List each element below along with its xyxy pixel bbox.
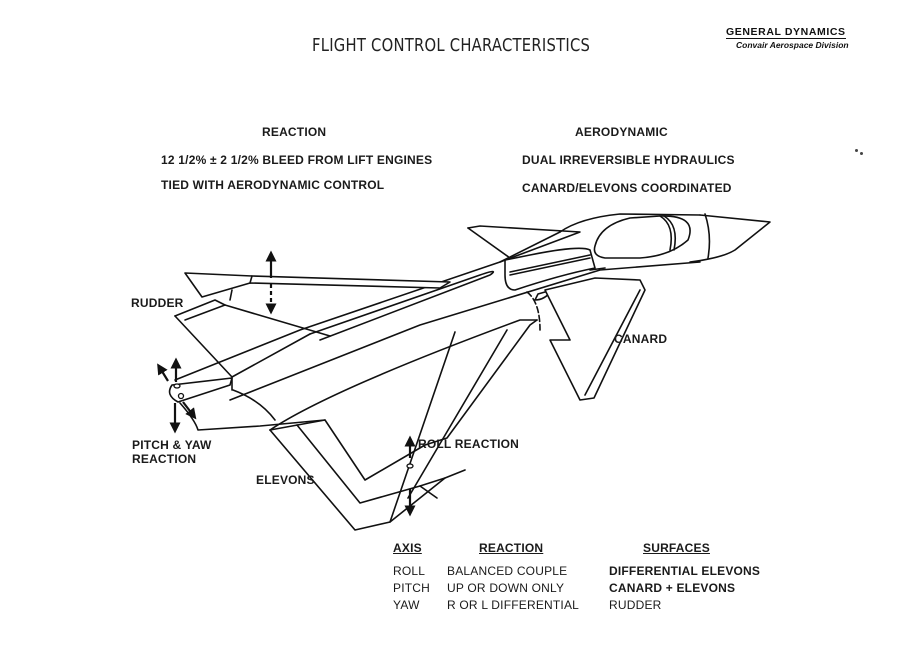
reaction-heading: REACTION — [262, 125, 327, 139]
table-row-pitch-surfaces: CANARD + ELEVONS — [609, 581, 736, 595]
aerodynamic-line-1: DUAL IRREVERSIBLE HYDRAULICS — [522, 153, 735, 167]
table-row-roll-reaction: BALANCED COUPLE — [447, 564, 568, 578]
fuselage-lower — [229, 261, 701, 401]
reaction-line-2: TIED WITH AERODYNAMIC CONTROL — [161, 178, 385, 192]
table-header-axis: AXIS — [393, 541, 422, 555]
label-rudder: RUDDER — [131, 296, 184, 310]
table-row-pitch-reaction: UP OR DOWN ONLY — [447, 581, 565, 595]
yaw-arrow-right — [182, 401, 197, 420]
page-title: FLIGHT CONTROL CHARACTERISTICS — [312, 35, 591, 56]
table-row-roll-axis: ROLL — [393, 564, 426, 578]
table-header-surfaces: SURFACES — [643, 541, 710, 555]
brand-logo-name: GENERAL DYNAMICS — [726, 26, 846, 39]
table-row-pitch-axis: PITCH — [393, 581, 430, 595]
main-wing — [269, 319, 538, 481]
table-row-roll-surfaces: DIFFERENTIAL ELEVONS — [609, 564, 761, 578]
label-roll-reaction: ROLL REACTION — [418, 437, 520, 451]
table-row-yaw-reaction: R OR L DIFFERENTIAL — [447, 598, 580, 612]
reaction-line-1: 12 1/2% ± 2 1/2% BLEED FROM LIFT ENGINES — [161, 153, 433, 167]
scan-speck — [860, 152, 863, 155]
tail-fin — [174, 299, 331, 337]
rudder — [184, 272, 451, 298]
table-header-reaction: REACTION — [479, 541, 544, 555]
upper-wing — [467, 225, 581, 263]
label-elevons: ELEVONS — [256, 473, 315, 487]
table-row-yaw-axis: YAW — [393, 598, 420, 612]
brand-division: Convair Aerospace Division — [736, 40, 849, 50]
canard — [544, 277, 646, 401]
aerodynamic-line-2: CANARD/ELEVONS COORDINATED — [522, 181, 732, 195]
aerodynamic-heading: AERODYNAMIC — [575, 125, 668, 139]
intake — [504, 247, 596, 291]
fuselage-upper — [174, 231, 561, 381]
scan-speck — [855, 149, 858, 152]
yaw-arrow-left — [157, 363, 169, 382]
table-row-yaw-surfaces: RUDDER — [609, 598, 662, 612]
reaction-arrows — [157, 250, 416, 517]
tail-nozzle — [168, 377, 233, 403]
label-pitch-yaw-1: PITCH & YAW — [132, 438, 212, 452]
canopy — [593, 215, 691, 259]
label-canard: CANARD — [614, 332, 668, 346]
nose-cone — [689, 214, 771, 263]
label-pitch-yaw-2: REACTION — [132, 452, 197, 466]
